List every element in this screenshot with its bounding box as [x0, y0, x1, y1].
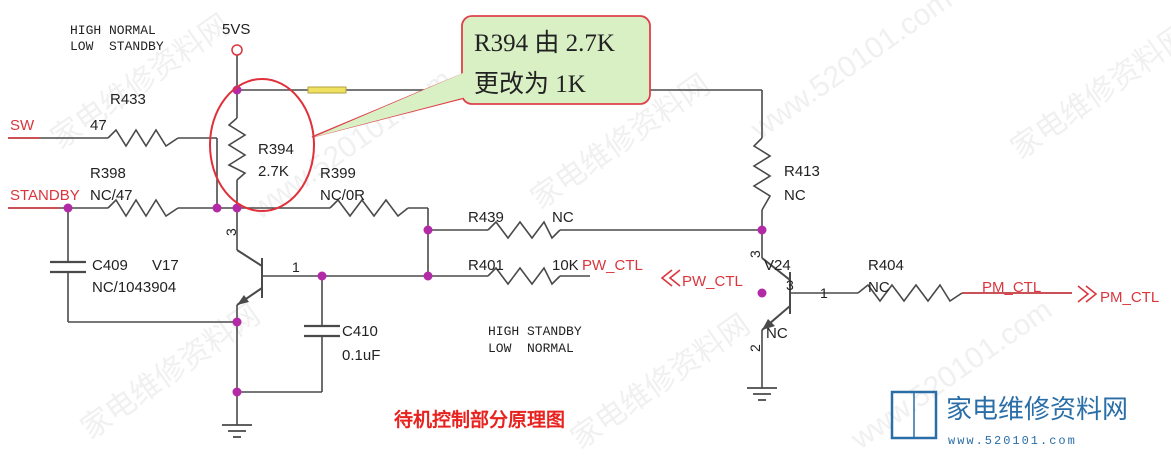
pin-v24-emitter: 2 — [747, 344, 763, 352]
svg-text:www.520101.com: www.520101.com — [844, 293, 1058, 456]
logic-note-top-line2: LOW STANDBY — [70, 39, 164, 54]
r394-symbol — [227, 117, 247, 181]
ground-symbols — [222, 387, 777, 438]
ground-v24 — [747, 387, 777, 401]
callout-box — [461, 15, 651, 105]
port-arrows — [660, 269, 1098, 303]
callout-line-2: 更改为 1K — [474, 70, 586, 98]
r433-symbol — [107, 128, 179, 148]
power-terminal — [231, 44, 243, 56]
r398-ref: R398 — [90, 165, 126, 182]
pin-v24-base: 1 — [820, 285, 828, 301]
r439-value: NC — [552, 209, 574, 226]
svg-text:www.520101.com: www.520101.com — [744, 0, 958, 146]
v24-value: NC — [766, 325, 788, 342]
pw-ctl-port-arrow — [660, 269, 673, 287]
fuse-symbol — [307, 86, 347, 94]
pin-v24-base-alt: 3 — [786, 277, 794, 293]
r413-value: NC — [784, 187, 806, 204]
v17-ref: V17 — [152, 257, 179, 274]
v24-ref: V24 — [764, 257, 791, 274]
r401-ref: R401 — [468, 257, 504, 274]
highlight-ellipse — [209, 78, 315, 212]
r398-symbol — [107, 198, 179, 218]
net-pm-ctl: PM_CTL — [982, 279, 1041, 296]
signal-lines — [8, 137, 1072, 294]
logic-note-top-line1: HIGH NORMAL — [70, 23, 156, 38]
pm-ctl-port-arrow — [1077, 285, 1090, 303]
net-sw: SW — [10, 117, 35, 134]
r399-symbol — [329, 198, 409, 218]
pin-v17-base: 1 — [292, 259, 300, 275]
r404-value: NC — [868, 279, 890, 296]
net-pw-ctl-port: PW_CTL — [682, 273, 743, 290]
net-pw-ctl-in: PW_CTL — [582, 257, 643, 274]
ground-v17 — [222, 424, 252, 438]
c409-ref: C409 — [92, 257, 128, 274]
r401-symbol — [487, 266, 561, 286]
c410-ref: C410 — [342, 323, 378, 340]
r413-symbol — [752, 137, 772, 211]
callout-line-1: R394 由 2.7K — [474, 29, 615, 57]
c410-value: 0.1uF — [342, 347, 380, 364]
net-standby: STANDBY — [10, 187, 80, 204]
site-logo: 家电维修资料网 www.520101.com — [890, 390, 1128, 448]
logic-note-bottom-line1: HIGH STANDBY — [488, 324, 582, 339]
diagram-title: 待机控制部分原理图 — [394, 408, 565, 431]
power-label: 5VS — [222, 21, 250, 38]
r404-symbol — [857, 283, 963, 303]
r401-value: 10K — [552, 257, 579, 274]
r433-value: 47 — [90, 117, 107, 134]
svg-text:家电维修资料网: 家电维修资料网 — [565, 308, 756, 455]
r439-ref: R439 — [468, 209, 504, 226]
r394-ref: R394 — [258, 141, 294, 158]
r399-value: NC/0R — [320, 187, 365, 204]
logo-name: 家电维修资料网 — [946, 395, 1128, 425]
c409-value: NC/1043904 — [92, 279, 176, 296]
r404-ref: R404 — [868, 257, 904, 274]
r413-ref: R413 — [784, 163, 820, 180]
resistors — [107, 117, 963, 303]
svg-text:家电维修资料网: 家电维修资料网 — [1005, 18, 1171, 165]
r394-value: 2.7K — [258, 163, 289, 180]
r398-value: NC/47 — [90, 187, 133, 204]
r433-ref: R433 — [110, 91, 146, 108]
pin-v17-collector: 3 — [223, 228, 239, 236]
v17-transistor — [236, 249, 263, 306]
r399-ref: R399 — [320, 165, 356, 182]
callout: R394 由 2.7K 更改为 1K — [311, 15, 651, 138]
logic-note-bottom-line2: LOW NORMAL — [488, 341, 574, 356]
capacitors — [50, 260, 340, 338]
logo-url: www.520101.com — [948, 434, 1077, 448]
pin-v24-collector: 3 — [747, 250, 763, 258]
net-pm-ctl-port: PM_CTL — [1100, 289, 1159, 306]
v24-transistor — [761, 257, 791, 331]
r439-symbol — [487, 220, 561, 240]
